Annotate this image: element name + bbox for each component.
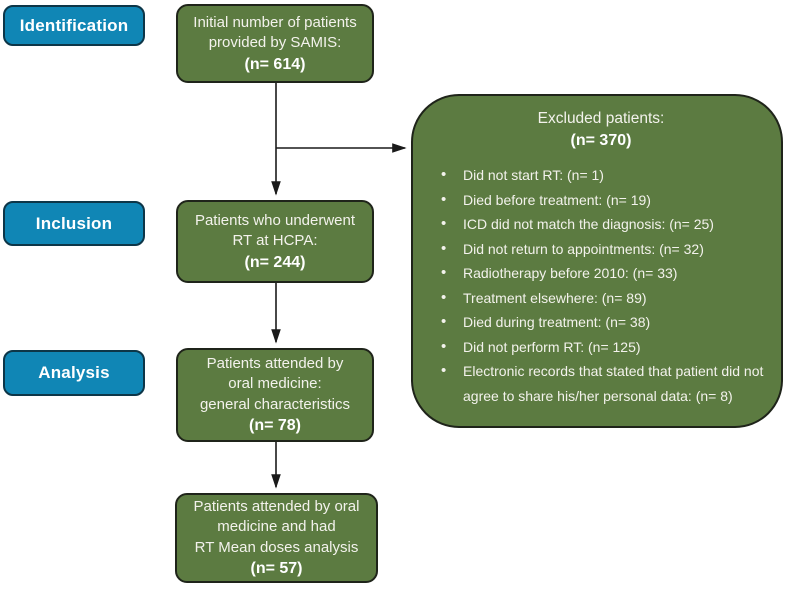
- excluded-patients-count: (n= 370): [570, 132, 632, 149]
- flow-box-mean-doses-count: (n= 57): [250, 560, 303, 578]
- excluded-patients-title: Excluded patients:: [537, 110, 665, 127]
- bullet-icon: •: [441, 166, 447, 183]
- bullet-icon: •: [441, 215, 447, 232]
- excluded-reason-item: • Electronic records that stated that pa…: [441, 359, 771, 408]
- excluded-reason-item: • Died during treatment: (n= 38): [441, 310, 771, 335]
- excluded-reason-item: • Radiotherapy before 2010: (n= 33): [441, 261, 771, 286]
- flow-box-oral-medicine: Patients attended by oral medicine: gene…: [176, 348, 374, 442]
- excluded-reason-item: • Did not return to appointments: (n= 32…: [441, 237, 771, 262]
- stage-analysis: Analysis: [3, 350, 145, 396]
- excluded-reason-text: Treatment elsewhere: (n= 89): [463, 289, 647, 306]
- flow-box-oral-medicine-count: (n= 78): [248, 417, 301, 435]
- excluded-reason-text: Electronic records that stated that pati…: [463, 363, 764, 404]
- stage-inclusion-label: Inclusion: [35, 213, 113, 233]
- flow-box-initial-patients-count: (n= 614): [244, 55, 306, 73]
- stage-inclusion: Inclusion: [3, 201, 145, 246]
- excluded-reason-text: Died before treatment: (n= 19): [463, 191, 651, 208]
- flow-box-underwent-rt: Patients who underwent RT at HCPA: (n= 2…: [176, 200, 374, 283]
- flow-box-mean-doses: Patients attended by oral medicine and h…: [175, 493, 378, 583]
- bullet-icon: •: [441, 288, 447, 306]
- bullet-icon: •: [441, 337, 447, 355]
- flow-box-initial-patients: Initial number of patients provided by S…: [176, 4, 374, 83]
- excluded-reasons-list: • Did not start RT: (n= 1) • Died before…: [427, 163, 775, 408]
- excluded-reason-item: • ICD did not match the diagnosis: (n= 2…: [441, 212, 771, 237]
- excluded-patients-box: Excluded patients: (n= 370) • Did not st…: [411, 94, 783, 428]
- bullet-icon: •: [441, 190, 447, 208]
- excluded-reason-item: • Did not perform RT: (n= 125): [441, 335, 771, 360]
- excluded-reason-text: Radiotherapy before 2010: (n= 33): [463, 265, 678, 281]
- excluded-reason-item: • Died before treatment: (n= 19): [441, 188, 771, 213]
- stage-identification-label: Identification: [19, 15, 129, 35]
- flow-box-underwent-rt-text: Patients who underwent RT at HCPA:: [194, 211, 356, 250]
- bullet-icon: •: [441, 239, 447, 257]
- excluded-reason-item: • Treatment elsewhere: (n= 89): [441, 286, 771, 311]
- bullet-icon: •: [441, 362, 447, 379]
- excluded-reason-text: ICD did not match the diagnosis: (n= 25): [463, 216, 714, 232]
- stage-identification: Identification: [3, 5, 145, 46]
- excluded-reason-text: Died during treatment: (n= 38): [463, 314, 651, 330]
- flow-box-mean-doses-text: Patients attended by oral medicine and h…: [193, 497, 360, 556]
- excluded-reason-text: Did not perform RT: (n= 125): [463, 338, 641, 355]
- excluded-reason-item: • Did not start RT: (n= 1): [441, 163, 771, 188]
- flow-box-initial-patients-text: Initial number of patients provided by S…: [193, 13, 357, 52]
- excluded-reason-text: Did not start RT: (n= 1): [463, 167, 604, 183]
- stage-analysis-label: Analysis: [38, 363, 110, 382]
- flow-box-oral-medicine-text: Patients attended by oral medicine: gene…: [199, 354, 351, 413]
- bullet-icon: •: [441, 313, 447, 330]
- excluded-reason-text: Did not return to appointments: (n= 32): [463, 240, 704, 257]
- bullet-icon: •: [441, 264, 447, 281]
- flow-box-underwent-rt-count: (n= 244): [244, 253, 306, 271]
